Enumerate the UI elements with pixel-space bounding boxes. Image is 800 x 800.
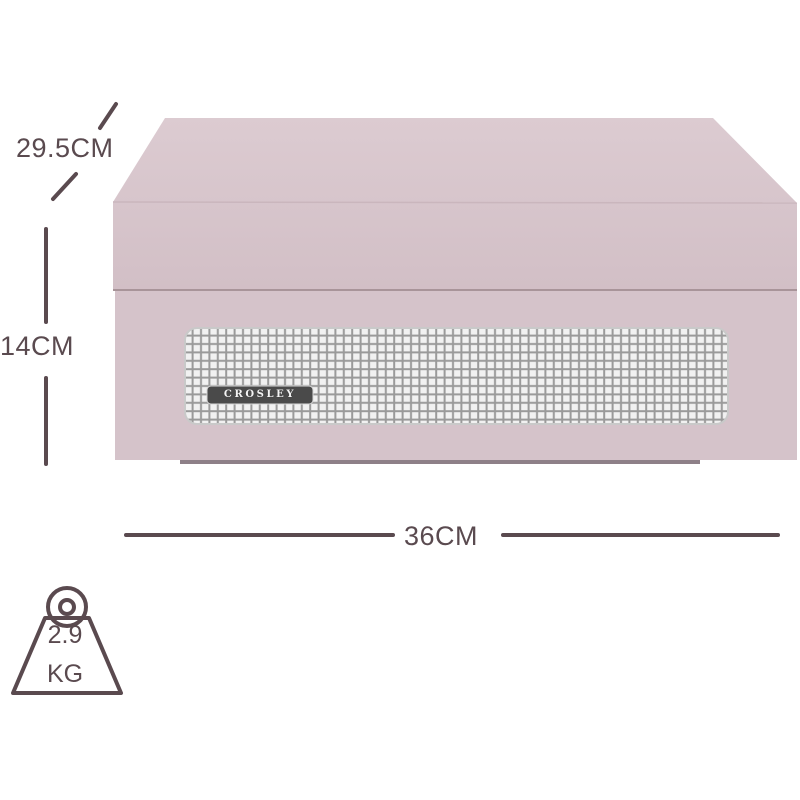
brand-logo: CROSLEY bbox=[223, 389, 297, 400]
depth-label: 29.5CM bbox=[16, 133, 114, 163]
record-player bbox=[112, 118, 798, 464]
brand-badge bbox=[206, 385, 314, 405]
width-label: 36CM bbox=[404, 521, 479, 551]
height-label: 14CM bbox=[0, 331, 75, 361]
weight-icon bbox=[11, 586, 123, 695]
depth-dimension-line bbox=[51, 102, 118, 201]
speaker-grille bbox=[184, 327, 729, 425]
weight-unit: KG bbox=[46, 660, 84, 688]
weight-value: 2.9 bbox=[47, 621, 83, 649]
